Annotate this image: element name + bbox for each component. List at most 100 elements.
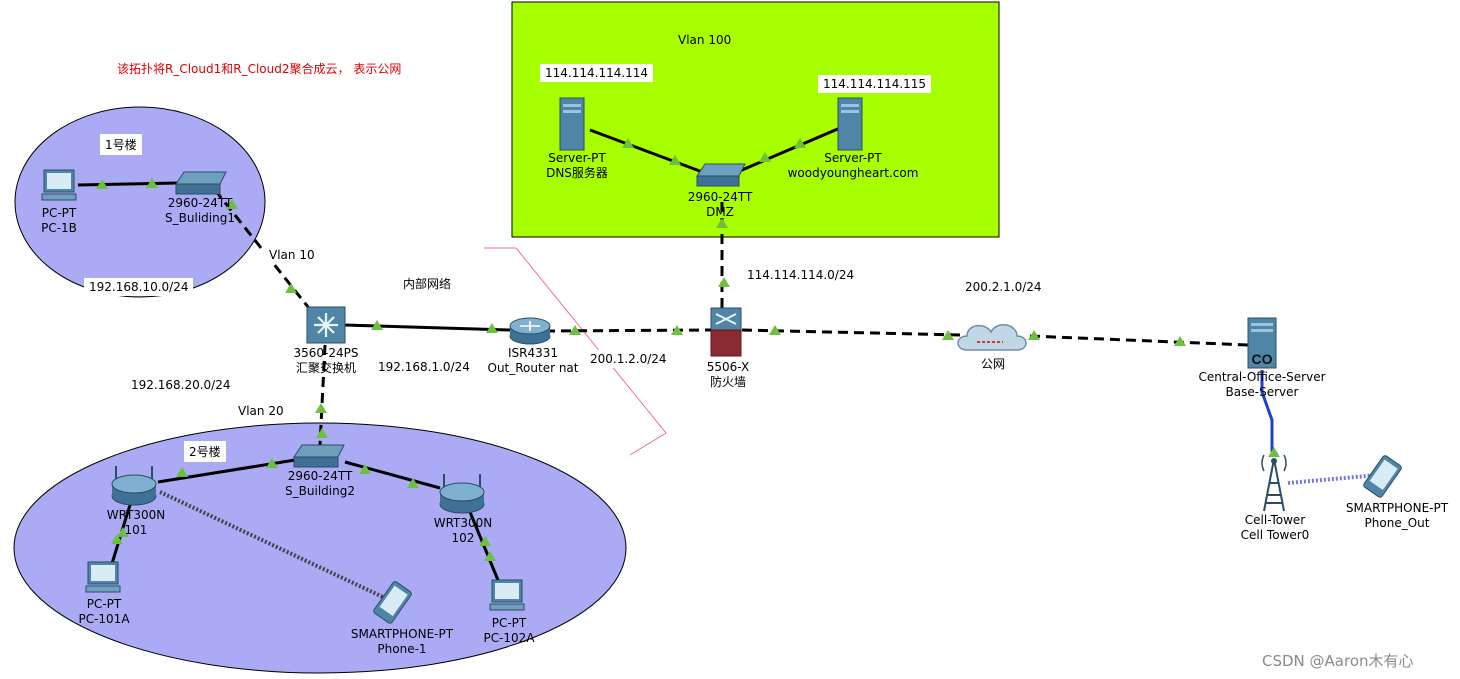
link-wrt101-pc101a [108, 504, 132, 571]
wrt-101-label: WRT300N 101 [107, 508, 166, 538]
link-indicator [794, 138, 806, 148]
phone-out-label: SMARTPHONE-PT Phone_Out [1346, 501, 1448, 531]
device-name: woodyoungheart.com [787, 166, 919, 180]
link-indicator [117, 527, 129, 537]
device-name: S_Buliding1 [165, 211, 235, 225]
internal-network-label: 内部网络 [398, 273, 457, 294]
cloud-icon[interactable] [957, 324, 1027, 351]
firewall-icon[interactable] [710, 307, 742, 357]
cell-tower-icon[interactable] [1261, 454, 1287, 512]
building1-zone [14, 106, 266, 298]
link-router-firewall [544, 328, 713, 333]
server-icon[interactable] [837, 97, 863, 151]
device-model: ISR4331 [507, 346, 559, 360]
server-icon[interactable] [559, 97, 585, 151]
link-cloud-coserver [1029, 334, 1249, 347]
device-name: Cell Tower0 [1240, 528, 1310, 542]
link-indicator [1174, 336, 1186, 346]
device-model: PC-PT [41, 206, 77, 220]
device-name: S_Building2 [285, 484, 355, 498]
device-model: WRT300N [433, 516, 493, 530]
pc-icon[interactable] [41, 169, 77, 201]
device-name: DNS服务器 [546, 166, 608, 180]
link-indicator [316, 428, 328, 438]
device-model: SMARTPHONE-PT [350, 627, 454, 641]
cloud-label: 公网 [981, 357, 1005, 372]
device-model: 2960-24TT [167, 196, 233, 210]
pc-102a-label: PC-PT PC-102A [483, 616, 534, 646]
link-indicator [285, 283, 297, 293]
link-wrt101-phone1-wireless [159, 490, 386, 600]
device-model: PC-PT [86, 597, 122, 611]
device-name: Out_Router nat [487, 361, 579, 375]
s-building1-label: 2960-24TT S_Buliding1 [165, 196, 235, 226]
link-indicator [226, 199, 238, 209]
link-indicator [315, 403, 327, 413]
s-building2-label: 2960-24TT S_Building2 [285, 469, 355, 499]
link-indicator [716, 218, 728, 228]
device-model: 5506-X [706, 360, 750, 374]
link-tower-phoneout-wireless [1287, 473, 1379, 485]
pc-1b-label: PC-PT PC-1B [41, 206, 77, 236]
pc-icon[interactable] [85, 561, 121, 593]
dmz-subnet-label: 114.114.114.0/24 [742, 266, 860, 284]
switch-icon[interactable] [175, 171, 227, 195]
link-indicator [359, 464, 371, 474]
link-indicator [569, 325, 581, 335]
pc-icon[interactable] [489, 579, 525, 611]
central-office-server-icon[interactable]: CO [1247, 317, 1277, 369]
device-model: 3560-24PS [293, 346, 359, 360]
device-model: Central-Office-Server [1198, 370, 1326, 384]
link-sbuilding2-wrt102 [344, 460, 441, 490]
router-icon[interactable] [509, 317, 551, 345]
co-server-label: Central-Office-Server Base-Server [1198, 370, 1325, 400]
link-indicator [111, 534, 123, 544]
router-label: ISR4331 Out_Router nat [487, 346, 578, 376]
link-indicator [622, 138, 634, 148]
link-wrt102-pc102a [468, 511, 502, 586]
link-indicator [486, 323, 498, 333]
phone-1-label: SMARTPHONE-PT Phone-1 [351, 627, 453, 657]
link-indicator [1268, 447, 1280, 457]
device-model: SMARTPHONE-PT [1345, 501, 1449, 515]
internal-network-boundary [484, 247, 667, 456]
device-model: 2960-24TT [287, 469, 353, 483]
link-indicator [176, 467, 188, 477]
link-indicator [718, 277, 730, 287]
device-name: DMZ [706, 205, 734, 219]
device-name: PC-101A [78, 612, 130, 626]
link-indicator [671, 325, 683, 335]
wireless-router-icon[interactable] [439, 474, 485, 514]
link-indicator [371, 320, 383, 330]
wireless-router-icon[interactable] [111, 466, 157, 506]
link-indicators [96, 138, 1280, 561]
device-name: 公网 [980, 357, 1006, 371]
core-router-subnet-label: 192.168.1.0/24 [373, 358, 475, 376]
switch-icon[interactable] [696, 163, 746, 187]
switch-icon[interactable] [293, 444, 345, 468]
device-name: 防火墙 [709, 375, 746, 389]
link-indicator [484, 551, 496, 561]
smartphone-icon[interactable] [373, 581, 413, 625]
topology-note: 该拓扑将R_Cloud1和R_Cloud2聚合成云， 表示公网 [117, 62, 402, 76]
link-core-router [343, 323, 511, 332]
link-indicator [759, 152, 771, 162]
link-indicator [1028, 330, 1040, 340]
link-indicator [942, 330, 954, 340]
dns-ip-label: 114.114.114.114 [540, 64, 654, 82]
building1-subnet-label: 192.168.10.0/24 [84, 278, 194, 296]
multilayer-switch-icon[interactable] [306, 306, 346, 344]
vlan20-label: Vlan 20 [233, 402, 289, 420]
device-model: PC-PT [491, 616, 527, 630]
device-name: Base-Server [1225, 385, 1299, 399]
link-coserver-tower [1260, 370, 1274, 452]
web-ip-label: 114.114.114.115 [818, 75, 932, 93]
dmz-vlan-label: Vlan 100 [678, 33, 732, 47]
link-indicator [669, 155, 681, 165]
watermark: CSDN @Aaron木有心 [1262, 652, 1414, 670]
core-switch-label: 3560-24PS 汇聚交换机 [294, 346, 359, 376]
smartphone-icon[interactable] [1363, 455, 1403, 499]
wrt-102-label: WRT300N 102 [434, 516, 493, 546]
device-name: Phone-1 [377, 642, 427, 656]
